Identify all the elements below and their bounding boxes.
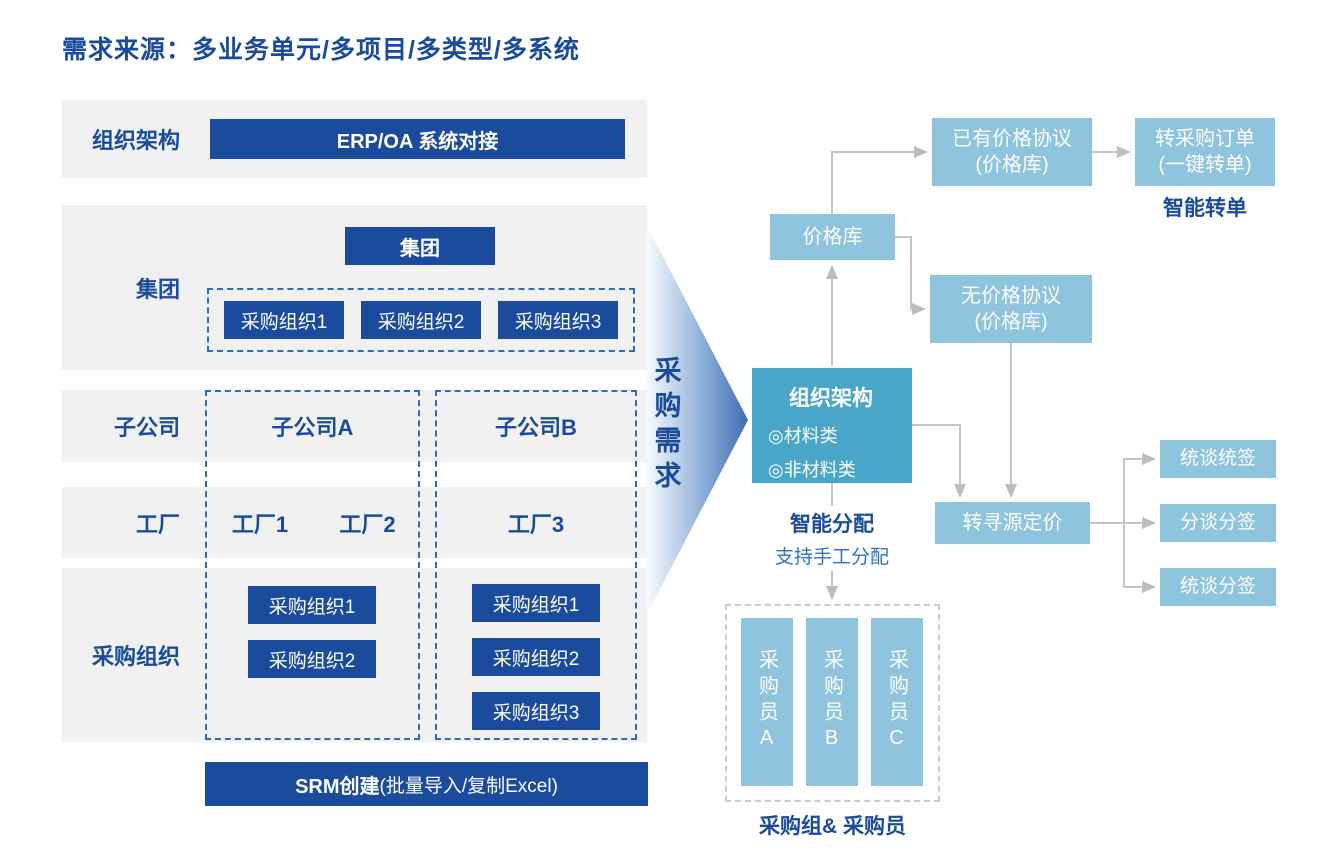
group-org-1-box: 采购组织1	[224, 301, 344, 339]
to-purchase-order-line1: 转采购订单	[1155, 128, 1255, 150]
label-group: 集团	[135, 276, 180, 302]
group-org-3-box: 采购组织3	[498, 301, 618, 339]
buyers-group-label: 采购组& 采购员	[759, 815, 906, 838]
company-a-org-1-box: 采购组织1	[248, 586, 376, 624]
page-title: 需求来源：多业务单元/多项目/多类型/多系统	[62, 36, 580, 64]
company-a-dashed-column	[205, 390, 420, 740]
manual-assign-label: 支持手工分配	[768, 540, 896, 571]
has-price-agreement-line1: 已有价格协议	[952, 128, 1072, 150]
sign-mode-1-label: 统谈统签	[1179, 447, 1256, 469]
buyer-b-box: 采购员B	[806, 618, 858, 786]
company-b-label: 子公司B	[495, 415, 577, 440]
no-price-agreement-box: 无价格协议 (价格库)	[930, 275, 1092, 343]
buyer-a-box: 采购员A	[741, 618, 793, 786]
factory-3-label: 工厂3	[507, 511, 565, 537]
to-purchase-order-line2: (一键转单)	[1158, 154, 1252, 176]
price-library-box: 价格库	[770, 214, 895, 260]
smart-assign-label: 智能分配	[784, 506, 880, 540]
factory-2-label: 工厂2	[339, 511, 396, 537]
group-box: 集团	[345, 227, 495, 265]
srm-create-rest-label: (批量导入/复制Excel)	[379, 775, 558, 797]
buyer-c-box: 采购员C	[871, 618, 923, 786]
org-non-material-item: ◎非材料类	[768, 460, 856, 480]
sign-mode-2-label: 分谈分签	[1179, 511, 1256, 533]
band-factory	[62, 487, 647, 558]
label-purchase-org: 采购组织	[91, 644, 180, 669]
no-price-agreement-line2: (价格库)	[974, 311, 1048, 333]
org-structure-box: 组织架构 ◎材料类 ◎非材料类	[752, 368, 912, 483]
srm-create-box: SRM创建(批量导入/复制Excel)	[205, 762, 648, 806]
company-a-label: 子公司A	[271, 415, 354, 440]
group-org-2-box: 采购组织2	[361, 301, 481, 339]
price-library-label: 价格库	[802, 226, 863, 248]
sign-mode-2-box: 分谈分签	[1160, 504, 1276, 542]
to-sourcing-pricing-box: 转寻源定价	[935, 502, 1090, 544]
factory-1-label: 工厂1	[231, 511, 289, 537]
sign-mode-3-label: 统谈分签	[1179, 575, 1256, 597]
sign-mode-1-box: 统谈统签	[1160, 440, 1276, 478]
erp-oa-box: ERP/OA 系统对接	[210, 119, 625, 159]
company-b-org-3-box: 采购组织3	[472, 692, 600, 730]
buyers-dashed-box	[725, 604, 940, 802]
org-structure-title: 组织架构	[789, 387, 873, 410]
group-orgs-dashed-box	[207, 288, 635, 352]
org-material-item: ◎材料类	[768, 426, 838, 446]
has-price-agreement-line2: (价格库)	[975, 154, 1049, 176]
company-b-org-2-box: 采购组织2	[472, 638, 600, 676]
company-a-org-2-box: 采购组织2	[248, 640, 376, 678]
company-b-org-1-box: 采购组织1	[472, 584, 600, 622]
srm-create-bold-label: SRM创建	[295, 775, 380, 798]
smart-transfer-label: 智能转单	[1163, 197, 1247, 220]
procurement-demand-label: 采购需求	[650, 356, 681, 496]
label-subsidiary: 子公司	[113, 415, 180, 440]
to-sourcing-pricing-label: 转寻源定价	[962, 512, 1063, 534]
label-factory: 工厂	[135, 511, 180, 537]
no-price-agreement-line1: 无价格协议	[961, 285, 1061, 307]
company-b-dashed-column	[435, 390, 637, 740]
sign-mode-3-box: 统谈分签	[1160, 568, 1276, 606]
label-org-structure: 组织架构	[91, 128, 180, 153]
band-subsidiary	[62, 390, 647, 462]
has-price-agreement-box: 已有价格协议 (价格库)	[932, 118, 1092, 186]
to-purchase-order-box: 转采购订单 (一键转单)	[1135, 118, 1275, 186]
